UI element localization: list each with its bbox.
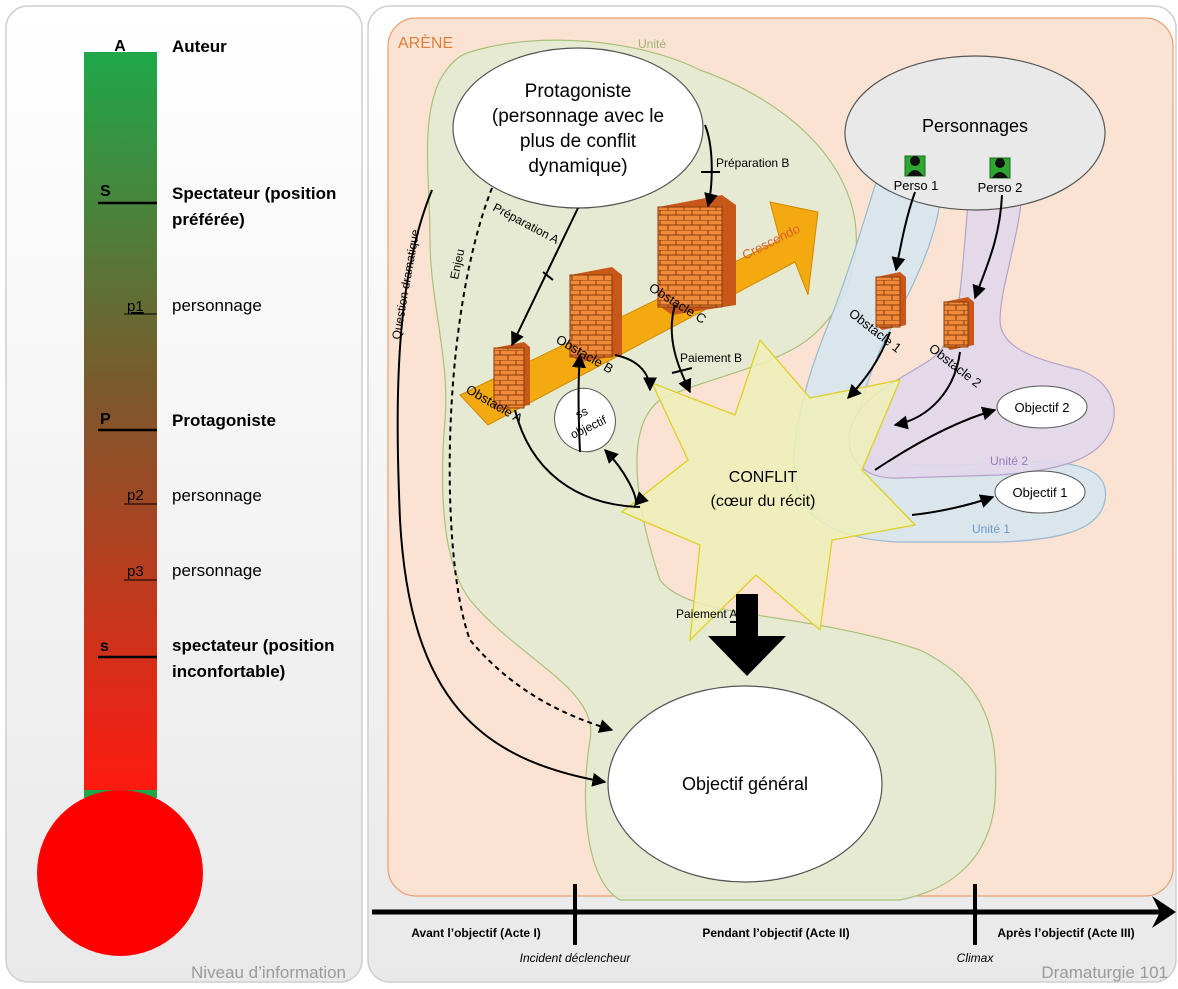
obstacle-b-to-conflict-arrow: [614, 354, 657, 392]
unite-label: Unité: [638, 37, 666, 51]
conflict-to-objectif1-arrow: [911, 494, 995, 516]
level-mark-p2: p2: [127, 487, 144, 504]
level-label-auteur: Auteur: [172, 37, 227, 56]
question-dramatique-arrow: [396, 189, 607, 787]
obstacle-a-wall-icon: [493, 342, 530, 410]
paiement-b-label: Paiement B: [680, 351, 742, 365]
right-panel-footer: Dramaturgie 101: [1041, 963, 1168, 982]
paiement-b-arrow: [670, 304, 692, 394]
objectif1-label: Objectif 1: [1013, 485, 1068, 500]
level-label-spectateur-inconfortable: spectateur (position: [172, 636, 334, 655]
protagonist-line-2: (personnage avec le: [492, 106, 664, 127]
timeline-apres: Après l’objectif (Acte III): [997, 926, 1134, 940]
level-mark-p1: p1: [127, 298, 144, 315]
perso1-to-obstacle1-arrow: [891, 191, 916, 272]
level-label-personnage-2: personnage: [172, 486, 262, 505]
perso1-user-icon: [904, 155, 926, 177]
personnages-label: Personnages: [922, 116, 1028, 136]
perso2-user-icon: [989, 157, 1011, 179]
enjeu-label: Enjeu: [447, 248, 467, 281]
objectif2-ellipse: [996, 385, 1088, 429]
conflict-title: CONFLIT: [729, 469, 798, 486]
preparation-b-arrow: [704, 124, 718, 208]
level-mark-s-upper: S: [100, 183, 111, 200]
ss-objectif-to-conflict-arrow: [604, 449, 649, 506]
level-mark-p3: p3: [127, 563, 144, 580]
ss-objectif-return-arrow: [572, 353, 586, 453]
ss-objectif-ellipse: [554, 387, 616, 453]
information-level-panel: A Auteur S Spectateur (position préférée…: [5, 5, 363, 983]
timeline: [372, 884, 1176, 945]
level-mark-p-upper: P: [100, 411, 111, 428]
unite1-label: Unité 1: [972, 522, 1010, 536]
ss-objectif-line-1: ss: [573, 404, 590, 422]
obstacle-2-wall-icon: [943, 297, 974, 350]
level-label-spectateur: Spectateur (position: [172, 184, 336, 203]
obstacle-c-wall-icon: [657, 195, 736, 315]
perso2-to-obstacle2-arrow: [972, 194, 1003, 300]
paiement-a-big-arrow: [708, 594, 786, 676]
perso2-label: Perso 2: [978, 180, 1023, 195]
perso1-label: Perso 1: [894, 178, 939, 193]
timeline-avant: Avant l’objectif (Acte I): [411, 926, 541, 940]
paiement-a-label: Paiement A: [676, 607, 737, 621]
level-label-spectateur-inconfortable-2: inconfortable): [172, 662, 285, 681]
level-label-spectateur-2: préférée): [172, 210, 245, 229]
timeline-climax: Climax: [957, 951, 995, 965]
objectif2-label: Objectif 2: [1015, 400, 1070, 415]
left-panel-footer: Niveau d’information: [191, 963, 346, 982]
level-label-personnage-1: personnage: [172, 296, 262, 315]
objectif-general-ellipse: [607, 685, 883, 883]
objectif-general-label: Objectif général: [682, 774, 808, 794]
protagonist-line-3: plus de conflit: [520, 131, 637, 152]
conflict-to-objectif2-arrow: [874, 406, 997, 471]
level-mark-a: A: [114, 38, 126, 55]
timeline-incident: Incident déclencheur: [520, 951, 632, 965]
protagonist-line-1: Protagoniste: [525, 81, 632, 102]
protagonist-line-4: dynamique): [528, 156, 627, 177]
connector-arrows: [396, 124, 1003, 787]
conflict-subtitle: (cœur du récit): [711, 493, 816, 510]
crescendo-arrow: [459, 201, 819, 426]
timeline-pendant: Pendant l’objectif (Acte II): [702, 926, 849, 940]
level-mark-s-lower: s: [100, 638, 109, 655]
enjeu-arrow: [448, 187, 614, 733]
unite2-label: Unité 2: [990, 454, 1028, 468]
preparation-a-arrow: [511, 207, 579, 347]
level-label-protagoniste: Protagoniste: [172, 411, 276, 430]
preparation-b-label: Préparation B: [716, 156, 789, 170]
thermometer-bulb: [37, 790, 203, 956]
conflict-star: [620, 338, 917, 642]
dramaturgy-panel: ARÈNE Unité Unité 1 Unité 2 Crescendo CO…: [367, 5, 1177, 983]
thermometer-tube: [84, 52, 157, 792]
obstacle-b-wall-icon: [569, 267, 622, 362]
obstacle2-to-conflict-arrow: [893, 351, 961, 430]
obstacle1-to-conflict-arrow: [847, 331, 891, 400]
objectif1-ellipse: [994, 470, 1086, 514]
protagonist-ellipse: [452, 47, 704, 209]
level-label-personnage-3: personnage: [172, 561, 262, 580]
obstacle-1-wall-icon: [875, 272, 906, 330]
arena-label: ARÈNE: [398, 33, 453, 52]
